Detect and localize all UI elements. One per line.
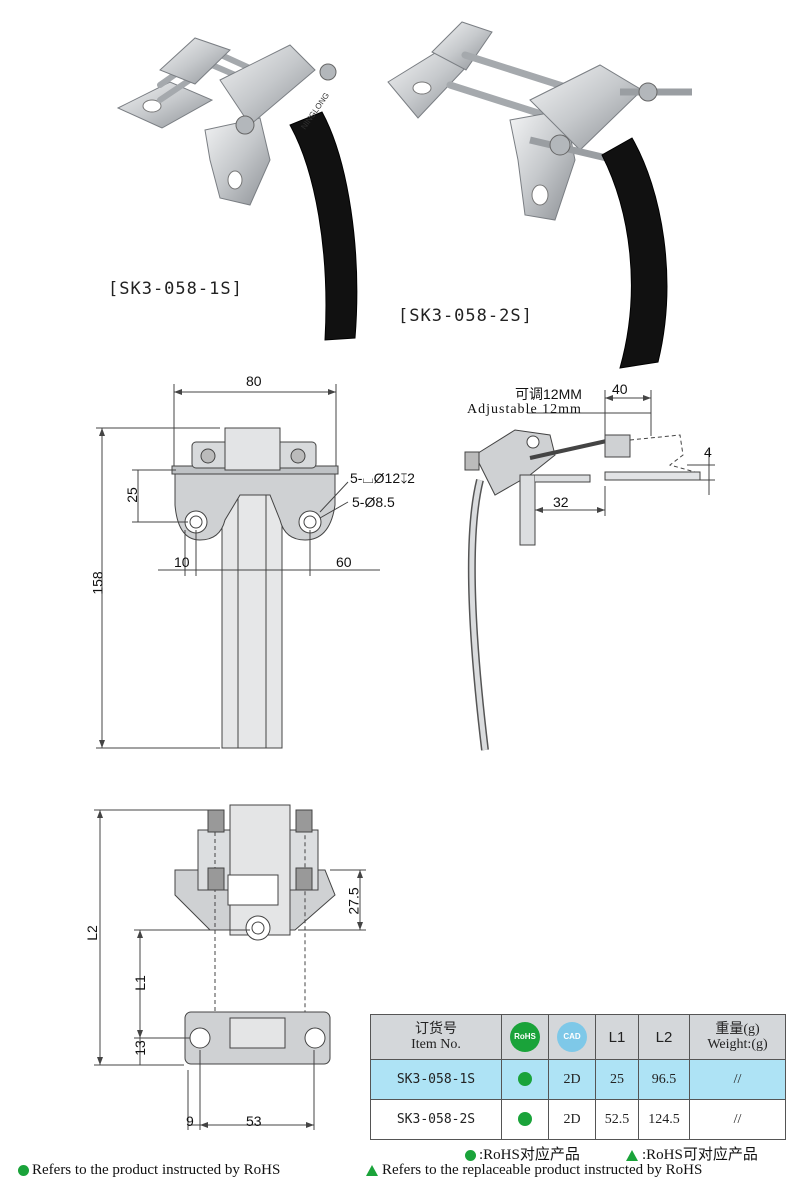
table-row: SK3-058-1S 2D 25 96.5 // — [370, 1059, 786, 1100]
dim-13: 13 — [131, 1040, 148, 1056]
dim-L2: L2 — [83, 925, 100, 941]
spec-table: 订货号 Item No. RoHS CAD L1 L2 重量(g) Weight… — [370, 1014, 786, 1140]
cad-icon: CAD — [557, 1022, 587, 1052]
legend-cn-rohs: :RoHS对应产品 — [465, 1143, 580, 1164]
model-label-1s: [SK3-058-1S] — [108, 279, 243, 299]
cell-weight: // — [689, 1059, 786, 1100]
header-cad: CAD — [548, 1014, 596, 1060]
legend-rohs-alt-cn-text: :RoHS可对应产品 — [642, 1147, 758, 1163]
adjust-note-cn: 可调12MM — [515, 386, 582, 402]
holes-note: 5-Ø8.5 — [352, 494, 395, 510]
header-rohs: RoHS — [501, 1014, 549, 1060]
table-header-row: 订货号 Item No. RoHS CAD L1 L2 重量(g) Weight… — [370, 1014, 786, 1060]
counterbore-note: 5-⌴Ø12↧2 — [350, 470, 415, 486]
green-dot-icon — [465, 1150, 476, 1162]
green-dot-icon — [18, 1165, 29, 1177]
rohs-dot-icon — [518, 1072, 532, 1087]
cell-cad: 2D — [548, 1099, 596, 1140]
header-weight-en: Weight:(g) — [707, 1037, 768, 1052]
cell-rohs — [501, 1059, 549, 1100]
rohs-icon: RoHS — [510, 1022, 540, 1052]
dim-40: 40 — [612, 381, 628, 397]
header-l2: L2 — [638, 1014, 690, 1060]
green-triangle-icon — [626, 1150, 638, 1162]
header-item-en: Item No. — [411, 1037, 461, 1052]
product-photo-2s — [387, 21, 692, 369]
top-view-drawing — [94, 804, 366, 1130]
legend-cn-rohs-alt: :RoHS可对应产品 — [626, 1143, 758, 1164]
dim-L1: L1 — [131, 975, 148, 991]
header-l1: L1 — [595, 1014, 639, 1060]
green-triangle-icon — [366, 1165, 378, 1177]
legend-rohs-en-text: Refers to the product instructed by RoHS — [32, 1162, 281, 1178]
header-item-no: 订货号 Item No. — [370, 1014, 502, 1060]
rohs-dot-icon — [518, 1112, 532, 1127]
header-item-cn: 订货号 — [415, 1022, 457, 1037]
legend-rohs-cn-text: :RoHS对应产品 — [479, 1147, 580, 1163]
cell-l1: 25 — [595, 1059, 639, 1100]
dim-9: 9 — [186, 1113, 194, 1129]
cell-item: SK3-058-1S — [370, 1059, 502, 1100]
side-view-drawing — [464, 390, 715, 751]
dim-height-158: 158 — [89, 571, 106, 595]
dim-width-80: 80 — [246, 373, 262, 389]
adjust-note-en: Adjustable 12mm — [467, 402, 582, 417]
dim-27-5: 27.5 — [345, 887, 362, 915]
cell-cad: 2D — [548, 1059, 596, 1100]
legend-en-rohs: Refers to the product instructed by RoHS — [18, 1162, 280, 1179]
legend-rohs-alt-en-text: Refers to the replaceable product instru… — [382, 1162, 703, 1178]
cell-weight: // — [689, 1099, 786, 1140]
cell-l2: 96.5 — [638, 1059, 690, 1100]
product-photo-1s: NINGLONG — [116, 37, 358, 341]
model-label-2s: [SK3-058-2S] — [398, 306, 533, 326]
dim-10: 10 — [174, 554, 190, 570]
header-weight-cn: 重量(g) — [715, 1022, 760, 1037]
dim-60: 60 — [336, 554, 352, 570]
dim-4: 4 — [704, 444, 712, 460]
dim-32: 32 — [553, 494, 569, 510]
dim-25: 25 — [123, 487, 140, 503]
cell-rohs — [501, 1099, 549, 1140]
cell-item: SK3-058-2S — [370, 1099, 502, 1140]
legend-en-rohs-alt: Refers to the replaceable product instru… — [366, 1162, 702, 1179]
table-row: SK3-058-2S 2D 52.5 124.5 // — [370, 1099, 786, 1140]
dim-53: 53 — [246, 1113, 262, 1129]
front-view-drawing — [96, 384, 380, 749]
header-weight: 重量(g) Weight:(g) — [689, 1014, 786, 1060]
cell-l1: 52.5 — [595, 1099, 639, 1140]
cell-l2: 124.5 — [638, 1099, 690, 1140]
